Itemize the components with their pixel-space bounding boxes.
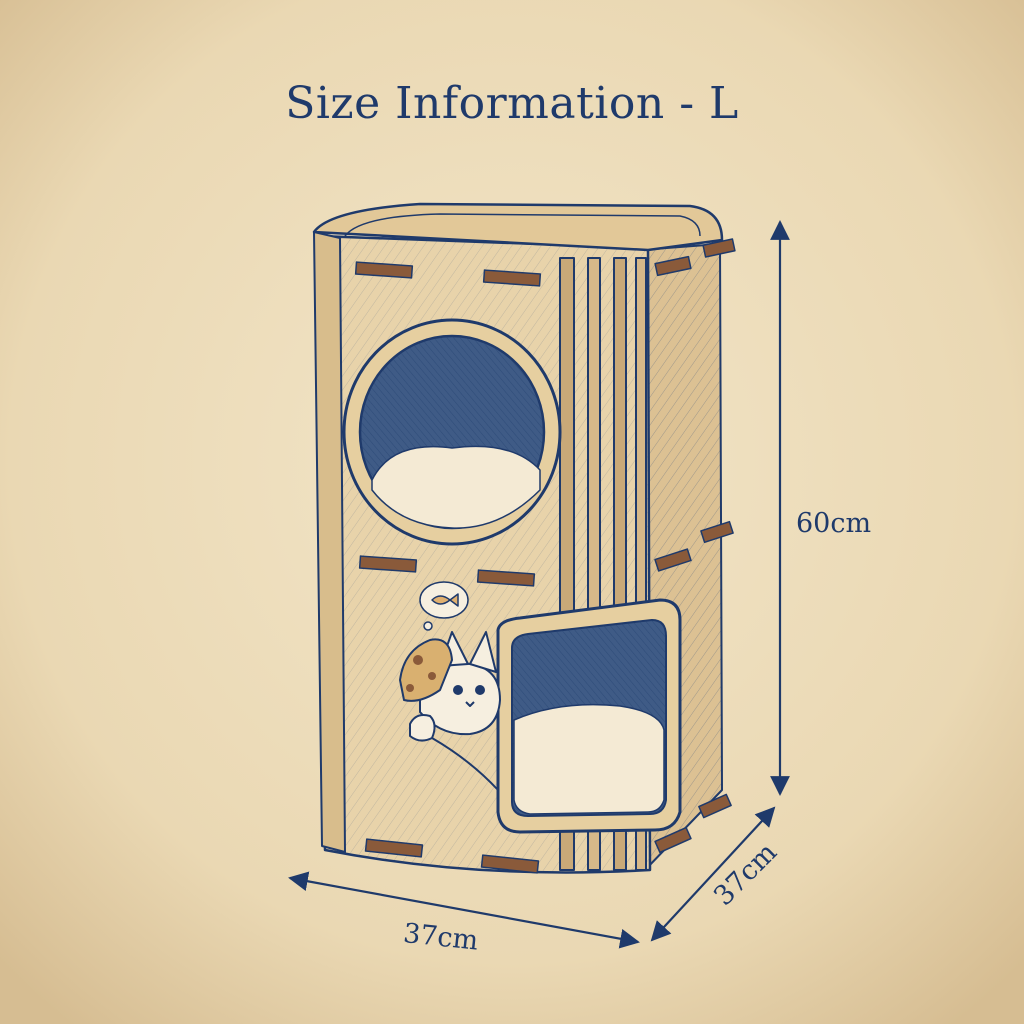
dimension-arrows xyxy=(288,220,790,949)
arched-opening xyxy=(496,598,682,834)
fish-thought-bubble-icon xyxy=(419,581,469,631)
height-label: 60cm xyxy=(796,508,872,539)
cat-illustration xyxy=(399,631,501,791)
depth-arrow xyxy=(650,806,776,942)
width-arrow xyxy=(288,871,640,949)
cat-condo-drawing xyxy=(312,202,736,874)
left-edge xyxy=(313,231,346,853)
round-window xyxy=(342,318,562,546)
page-title: Size Information - L xyxy=(285,78,739,129)
